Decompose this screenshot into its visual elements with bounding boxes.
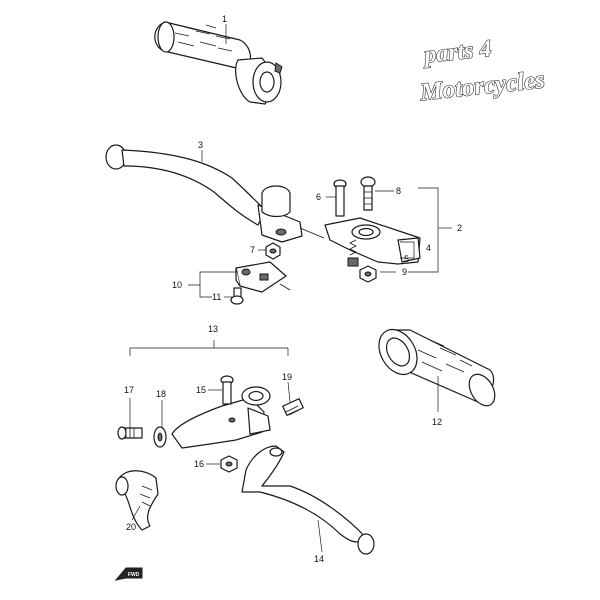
callout-15: 15 [196, 385, 206, 395]
callout-18: 18 [156, 389, 166, 399]
part-19-screw[interactable] [282, 398, 304, 416]
callout-16: 16 [194, 459, 204, 469]
part-15-pivot-bolt[interactable] [220, 375, 234, 405]
callout-11: 11 [212, 292, 221, 302]
callout-10: 10 [172, 280, 182, 290]
part-16-nut[interactable] [220, 455, 238, 473]
callout-3: 3 [198, 140, 203, 150]
callout-numbers: 1 2 3 4 5 6 7 8 9 10 11 12 13 14 15 16 1… [124, 14, 462, 564]
callout-12: 12 [432, 417, 442, 427]
part-6-pivot-bolt[interactable] [333, 179, 347, 217]
callout-1: 1 [222, 14, 227, 24]
logo-line-1: parts 4 [421, 36, 493, 69]
callout-9: 9 [402, 267, 407, 277]
callout-7: 7 [250, 245, 255, 255]
callout-14: 14 [314, 554, 324, 564]
callout-20: 20 [126, 522, 136, 532]
callout-6: 6 [316, 192, 321, 202]
forward-marker-label: FWD [128, 572, 140, 578]
part-8-screw[interactable] [360, 176, 376, 211]
part-18-washer[interactable] [153, 426, 167, 448]
part-17-bolt[interactable] [117, 426, 143, 440]
callout-17: 17 [124, 385, 134, 395]
callout-19: 19 [282, 372, 292, 382]
part-7-nut[interactable] [265, 242, 281, 260]
part-13-clutch-lever-holder[interactable] [171, 386, 271, 449]
forward-direction-marker: FWD [114, 567, 143, 581]
part-10-brake-light-switch[interactable] [235, 261, 291, 293]
part-20-lever-cover[interactable] [115, 470, 159, 531]
part-5-spring[interactable] [347, 239, 359, 267]
part-2-front-lever-holder[interactable] [299, 176, 421, 283]
callout-8: 8 [396, 186, 401, 196]
part-12-left-grip[interactable] [371, 323, 500, 411]
callout-2: 2 [457, 223, 462, 233]
callout-13: 13 [208, 324, 218, 334]
callout-4: 4 [426, 243, 431, 253]
brand-logo: parts 4 Motorcycles [417, 35, 546, 107]
part-14-clutch-lever[interactable] [241, 445, 375, 555]
logo-line-2: Motorcycles [418, 66, 546, 106]
leader-lines [129, 24, 452, 553]
part-3-front-brake-lever[interactable] [105, 144, 303, 243]
callout-5: 5 [404, 254, 409, 264]
part-9-nut[interactable] [359, 265, 377, 283]
part-11-switch-screw[interactable] [230, 287, 244, 305]
part-1-throttle-grip[interactable] [154, 21, 283, 105]
